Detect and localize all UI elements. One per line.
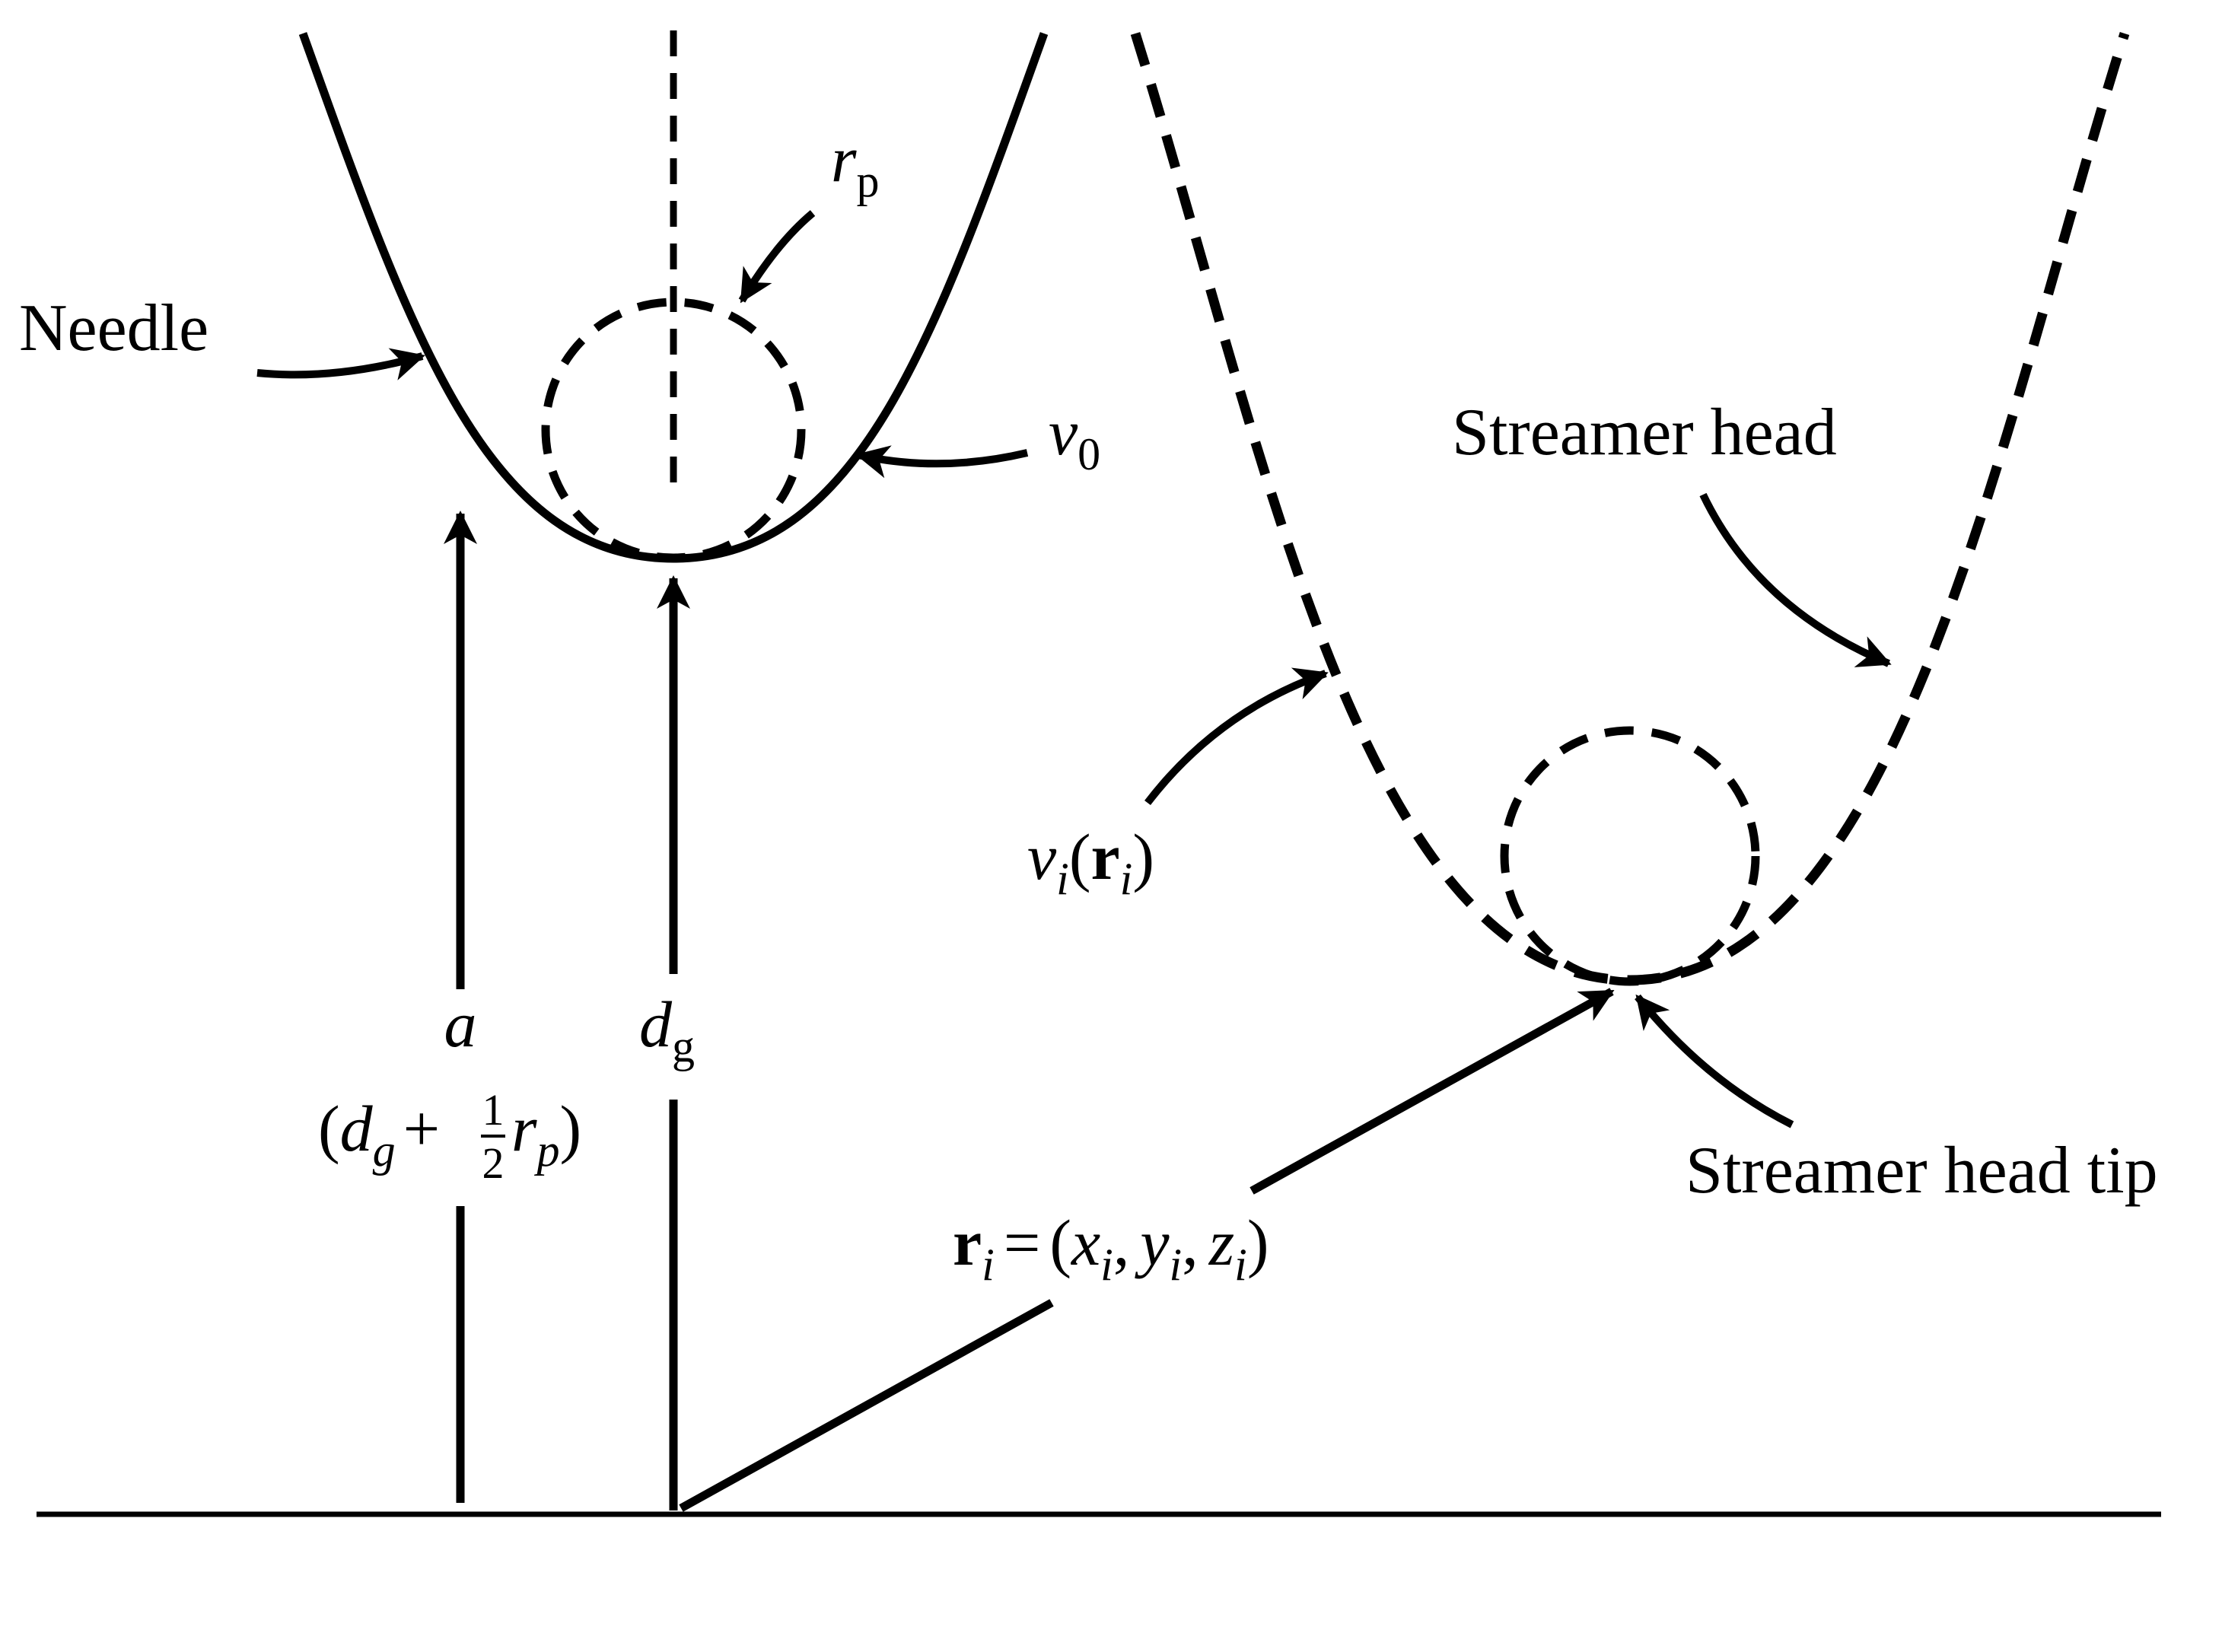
rp-label: rp: [831, 123, 879, 206]
a-expression-fraction-denominator: 2: [482, 1138, 505, 1188]
nui-label-arrow: [1144, 667, 1329, 806]
ri-expression-label: ri=(xi,yi,zi): [953, 1206, 1269, 1290]
streamer-head-tip-label: Streamer head tip: [1686, 1134, 2158, 1208]
nu0-label-arrow: [855, 445, 1029, 479]
needle-label-arrow: [256, 348, 425, 380]
nui-label: νi(ri): [1027, 820, 1154, 904]
streamer-head-label-arrow: [1699, 492, 1892, 667]
needle-label: Needle: [19, 291, 209, 365]
a-expression-label-tail: rp): [511, 1092, 581, 1176]
needle-tip-circle: [541, 298, 806, 562]
ri-vector-lower: [679, 1299, 1054, 1512]
a-expression-label: (dg+: [318, 1092, 440, 1176]
streamer-tip-label-arrow: [1635, 994, 1794, 1128]
a-label: a: [444, 988, 477, 1061]
nu0-label: ν0: [1049, 396, 1100, 479]
streamer-head-tip-circle: [1500, 726, 1760, 986]
a-expression-fraction-numerator: 1: [482, 1085, 505, 1135]
streamer-head-parabola: [1130, 32, 2130, 985]
dg-label: dg: [639, 988, 695, 1071]
rp-label-arrow: [738, 210, 816, 304]
ri-vector-upper: [1249, 988, 1615, 1195]
streamer-head-label: Streamer head: [1452, 396, 1837, 469]
